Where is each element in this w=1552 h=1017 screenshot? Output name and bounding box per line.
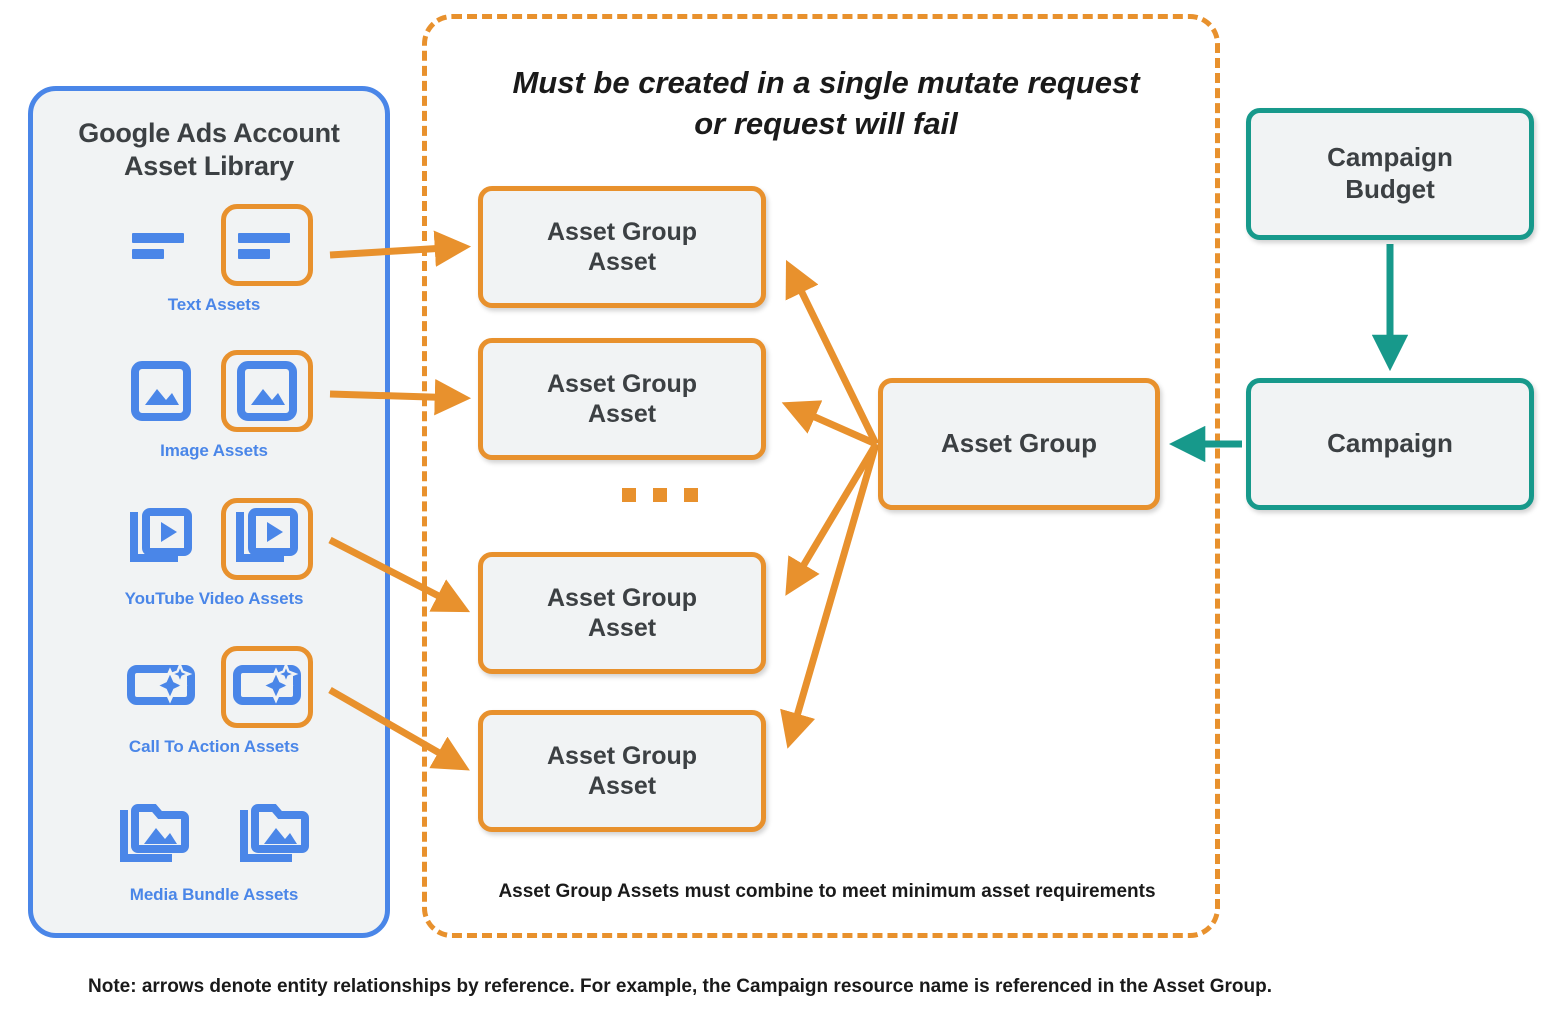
asset-label-media-bundle: Media Bundle Assets (129, 885, 299, 904)
campaign-label: Campaign (1327, 428, 1453, 459)
asset-group-asset-line1: Asset Group (546, 741, 698, 770)
text-asset-icon (132, 233, 184, 259)
asset-group-asset-box-2[interactable]: Asset Group Asset (478, 338, 766, 460)
youtube-video-asset-icon (130, 508, 192, 562)
campaign-budget-line1: Campaign (1327, 142, 1453, 173)
asset-group-box[interactable]: Asset Group (878, 378, 1160, 510)
campaign-budget-line2: Budget (1345, 174, 1435, 204)
asset-label-call-to-action: Call To Action Assets (128, 737, 300, 756)
asset-group-asset-line2: Asset (587, 400, 657, 428)
asset-group-asset-line2: Asset (587, 614, 657, 642)
mutate-header-line2: or request will fail (694, 105, 958, 141)
asset-label-youtube-video: YouTube Video Assets (124, 589, 304, 608)
asset-library-title: Google Ads Account Asset Library (33, 117, 385, 183)
asset-group-asset-line1: Asset Group (546, 583, 698, 612)
media-bundle-asset-icon (240, 804, 309, 862)
asset-label-image: Image Assets (160, 441, 268, 460)
ellipsis-dot (622, 488, 636, 502)
asset-group-asset-box-1[interactable]: Asset Group Asset (478, 186, 766, 308)
asset-library-title-line2: Asset Library (124, 150, 294, 181)
youtube-video-asset-icon-pair (33, 491, 395, 587)
call-to-action-asset-icon-plain (115, 646, 207, 728)
image-asset-icon-plain (115, 350, 207, 432)
call-to-action-asset-icon-highlighted (221, 646, 313, 728)
mutate-header-line1: Must be created in a single mutate reque… (512, 65, 1140, 100)
asset-library-panel: Google Ads Account Asset Library (28, 86, 390, 938)
asset-row-youtube-video: YouTube Video Assets (33, 491, 395, 609)
footer-note: Note: arrows denote entity relationships… (88, 976, 1272, 997)
asset-group-asset-box-4[interactable]: Asset Group Asset (478, 710, 766, 832)
image-asset-icon-pair (33, 343, 395, 439)
text-asset-icon-highlighted (221, 204, 313, 286)
media-bundle-asset-icon (120, 804, 189, 862)
asset-group-asset-line2: Asset (587, 248, 657, 276)
text-asset-icon (238, 233, 290, 259)
ellipsis-dot (653, 488, 667, 502)
media-bundle-asset-icon-pair (33, 787, 395, 883)
call-to-action-asset-icon-pair (33, 639, 395, 735)
asset-row-text: Text Assets (33, 197, 395, 315)
youtube-video-asset-icon (236, 508, 298, 562)
youtube-video-asset-icon-plain (115, 498, 207, 580)
ellipsis-indicator (622, 488, 698, 502)
image-asset-icon (131, 361, 191, 421)
asset-group-asset-line2: Asset (587, 772, 657, 800)
mutate-request-header: Must be created in a single mutate reque… (467, 63, 1185, 145)
image-asset-icon (237, 361, 297, 421)
campaign-budget-box[interactable]: Campaign Budget (1246, 108, 1534, 240)
asset-row-media-bundle: Media Bundle Assets (33, 787, 395, 905)
campaign-box[interactable]: Campaign (1246, 378, 1534, 510)
text-asset-icon-pair (33, 197, 395, 293)
mutate-request-footer-note: Asset Group Assets must combine to meet … (498, 881, 1156, 902)
asset-library-title-line1: Google Ads Account (78, 118, 340, 148)
youtube-video-asset-icon-highlighted (221, 498, 313, 580)
asset-group-label: Asset Group (940, 428, 1098, 459)
media-bundle-asset-icon-plain-1 (108, 794, 200, 876)
asset-label-text: Text Assets (167, 295, 261, 314)
asset-group-asset-line1: Asset Group (546, 217, 698, 246)
ellipsis-dot (684, 488, 698, 502)
text-asset-icon-plain (115, 204, 207, 286)
image-asset-icon-highlighted (221, 350, 313, 432)
call-to-action-asset-icon (233, 661, 301, 705)
call-to-action-asset-icon (127, 661, 195, 705)
asset-group-asset-line1: Asset Group (546, 369, 698, 398)
media-bundle-asset-icon-plain-2 (228, 794, 320, 876)
asset-row-image: Image Assets (33, 343, 395, 461)
asset-row-call-to-action: Call To Action Assets (33, 639, 395, 757)
asset-group-asset-box-3[interactable]: Asset Group Asset (478, 552, 766, 674)
